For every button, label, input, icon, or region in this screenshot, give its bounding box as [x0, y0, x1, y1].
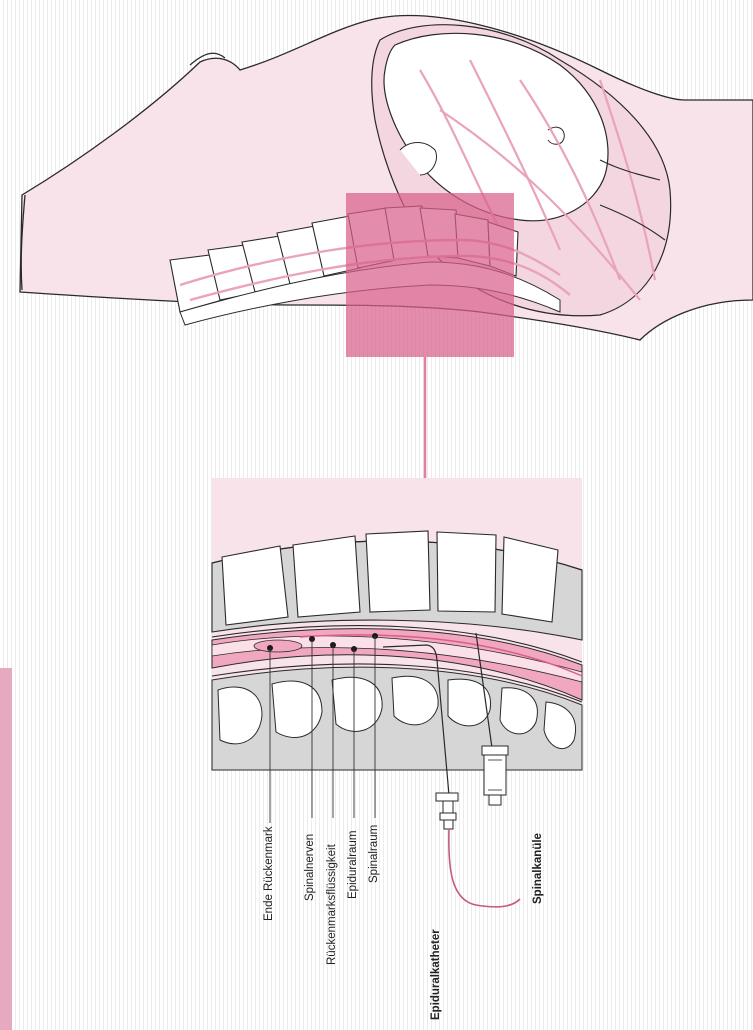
torso-illustration: [20, 16, 753, 357]
label-spinalkanuele: Spinalkanüle: [532, 833, 544, 904]
vertebral-body: [437, 532, 496, 612]
label-ende-rueckenmark: Ende Rückenmark: [263, 826, 275, 921]
vertebral-body: [293, 536, 360, 617]
vertebral-body: [222, 546, 288, 625]
label-epiduralkatheter: Epiduralkatheter: [430, 929, 442, 1020]
cord-end: [254, 640, 302, 652]
side-accent-bar: [0, 668, 12, 1030]
label-spinalraum: Spinalraum: [368, 825, 380, 883]
catheter-tube: [449, 829, 520, 907]
vertebral-body: [502, 537, 558, 622]
focus-box: [346, 193, 514, 357]
label-spinalnerven: Spinalnerven: [304, 834, 316, 901]
vertebral-body: [366, 531, 430, 612]
label-rueckenmarksfluessigkeit: Rückenmarksflüssigkeit: [326, 844, 338, 965]
spinous-process: [272, 681, 322, 737]
label-epiduralraum: Epiduralraum: [347, 831, 359, 899]
spine-detail: [212, 478, 582, 770]
